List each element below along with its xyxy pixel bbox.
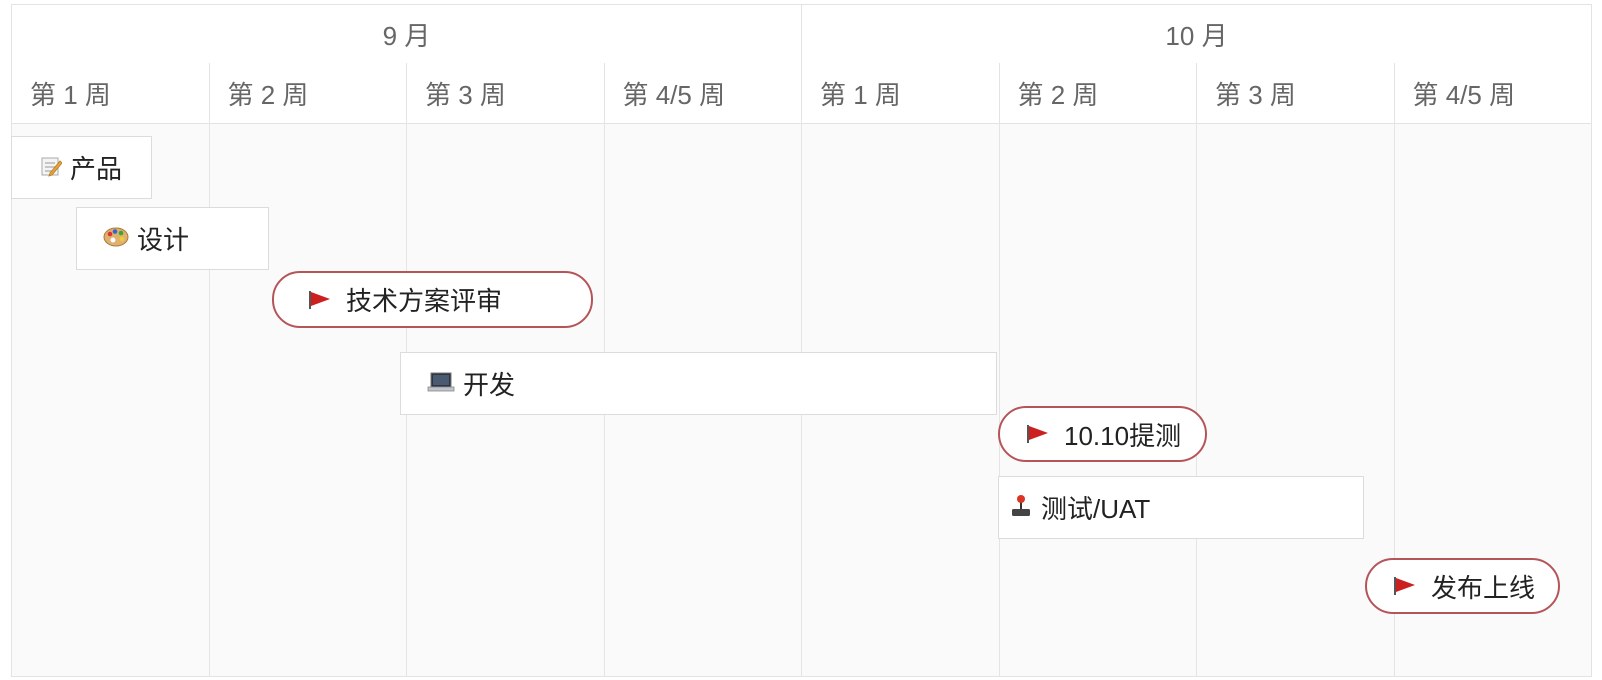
week-header: 第 3 周 xyxy=(407,63,605,123)
milestone-label: 技术方案评审 xyxy=(346,286,503,316)
week-header: 第 4/5 周 xyxy=(1412,79,1516,110)
joystick-icon xyxy=(1009,494,1033,522)
task-label: 测试/UAT xyxy=(1041,494,1151,524)
task-bar-product[interactable]: 产品 xyxy=(11,136,152,199)
milestone-label: 发布上线 xyxy=(1431,572,1536,603)
grid-column xyxy=(1000,123,1197,676)
red-flag-icon xyxy=(1394,577,1415,595)
red-flag-icon xyxy=(309,290,330,309)
milestone-release[interactable]: 发布上线 xyxy=(1365,558,1560,614)
grid-column xyxy=(210,123,407,676)
week-header: 第 2 周 xyxy=(210,63,407,123)
grid-column xyxy=(12,123,210,676)
milestone-tech-review[interactable]: 技术方案评审 xyxy=(272,271,593,328)
grid-column xyxy=(1197,123,1395,676)
week-header: 第 3 周 xyxy=(1197,63,1395,123)
memo-icon xyxy=(40,155,63,181)
milestone-label: 10.10提测 xyxy=(1064,420,1182,451)
week-header: 第 2 周 xyxy=(1000,63,1197,123)
task-bar-testing-uat[interactable]: 测试/UAT xyxy=(998,476,1364,539)
week-header: 第 1 周 xyxy=(802,63,1000,123)
month-header-october: 10 月 xyxy=(1165,20,1228,51)
grid-column xyxy=(802,123,1000,676)
task-bar-development[interactable]: 开发 xyxy=(400,352,997,415)
gantt-chart: 9 月 10 月 第 1 周 第 2 周 第 3 周 第 4/5 周 第 1 周… xyxy=(11,4,1592,677)
week-header: 第 4/5 周 xyxy=(605,63,802,123)
palette-icon xyxy=(103,226,129,252)
week-header-row: 第 1 周 第 2 周 第 3 周 第 4/5 周 第 1 周 第 2 周 第 … xyxy=(12,63,1591,124)
month-header-september: 9 月 xyxy=(12,5,802,63)
task-label: 设计 xyxy=(137,225,190,255)
laptop-icon xyxy=(427,371,455,397)
task-label: 开发 xyxy=(463,370,516,400)
month-header-row: 9 月 10 月 xyxy=(12,5,1591,64)
red-flag-icon xyxy=(1027,425,1048,443)
task-bar-design[interactable]: 设计 xyxy=(76,207,269,270)
milestone-test-submission[interactable]: 10.10提测 xyxy=(998,406,1207,462)
task-label: 产品 xyxy=(70,154,123,184)
week-header: 第 1 周 xyxy=(12,63,210,123)
